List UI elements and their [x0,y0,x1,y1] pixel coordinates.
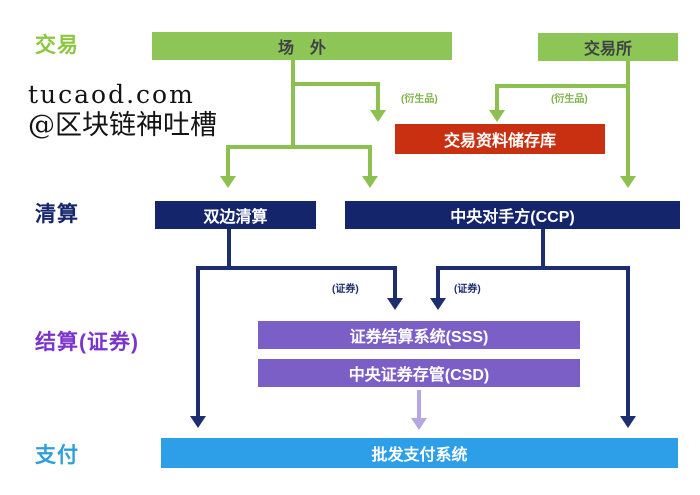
node-bilateral-clearing: 双边清算 [155,201,316,229]
connector-otc-to-repo-v [376,82,380,112]
node-wholesale-payment-system: 批发支付系统 [161,438,678,468]
node-ccp: 中央对手方(CCP) [345,201,680,229]
edge-label-derivatives-right: (衍生品) [551,94,588,105]
connector-bilateral-to-payment [196,266,200,418]
arrowhead-otc-to-ccp [362,176,378,188]
arrowhead-exchange-to-ccp [620,176,636,188]
row-label-trading: 交易 [35,34,79,57]
connector-bilateral-to-sss [393,266,397,300]
node-csd: 中央证券存管(CSD) [258,359,580,387]
connector-ccp-stem [541,229,545,270]
connector-bilateral-split-h [196,266,397,270]
row-label-settlement: 结算(证券) [35,331,139,354]
connector-otc-split-h [226,145,372,149]
connector-ccp-to-sss [436,266,440,300]
edge-label-derivatives-left: (衍生品) [401,94,438,105]
arrowhead-ccp-to-payment [620,416,636,428]
edge-label-securities-left: (证券) [332,284,359,295]
arrowhead-otc-to-repo [370,110,386,122]
row-label-clearing: 清算 [35,203,79,226]
arrowhead-csd-to-payment [411,418,427,430]
node-exchange: 交易所 [538,33,678,61]
connector-bilateral-stem [227,229,231,270]
arrowhead-ccp-to-sss [430,298,446,310]
connector-ccp-to-payment [626,266,630,418]
connector-exchange-to-repo-h [497,84,630,88]
edge-label-securities-right: (证券) [454,284,481,295]
row-label-payment: 支付 [35,444,79,467]
arrowhead-bilateral-to-payment [190,416,206,428]
arrowhead-otc-to-bilateral [220,176,236,188]
watermark-url: tucaod.com [28,80,195,109]
node-sss: 证券结算系统(SSS) [258,321,580,349]
connector-otc-stem [291,60,295,149]
connector-ccp-split-h [436,266,630,270]
connector-otc-to-bilateral-v [226,145,230,178]
connector-csd-to-payment [417,390,421,420]
node-trade-repository: 交易资料储存库 [395,124,605,154]
connector-otc-to-ccp-v [368,145,372,178]
arrowhead-bilateral-to-sss [387,298,403,310]
connector-exchange-to-repo-v [495,84,499,112]
watermark-handle: @区块链神吐槽 [28,109,217,141]
arrowhead-exchange-to-repo [489,110,505,122]
connector-otc-to-repo-h [291,82,380,86]
connector-exchange-to-ccp [626,61,630,178]
node-otc: 场 外 [152,32,452,60]
watermark: tucaod.com @区块链神吐槽 [28,80,217,141]
